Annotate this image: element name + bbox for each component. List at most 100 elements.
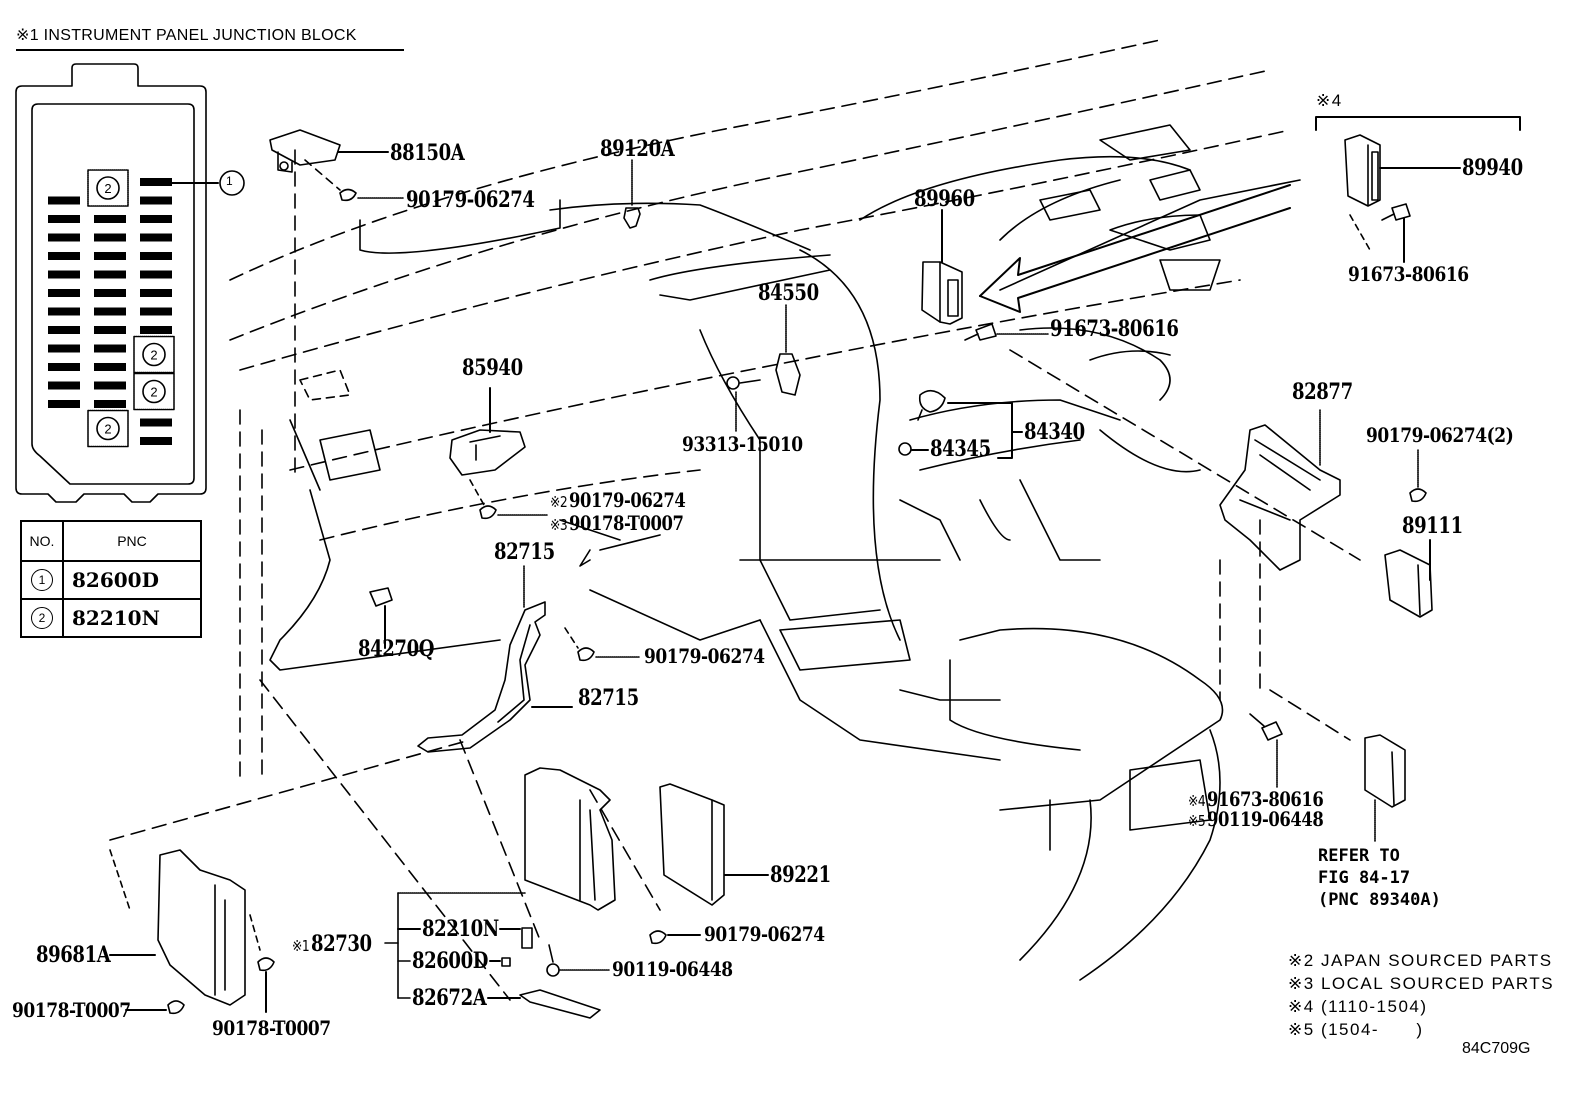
fuse-slot (94, 233, 126, 242)
legend-text: (1110-1504) (1320, 997, 1428, 1016)
fuse-slot (94, 400, 126, 408)
part-label-89940[interactable]: 89940 (1462, 155, 1523, 181)
fuse-slot (48, 326, 80, 334)
pnc-value[interactable]: 82210N (62, 598, 202, 638)
component-89681A (109, 849, 246, 1006)
note-mark: ※2 (550, 493, 568, 511)
part-label-84270Q[interactable]: 84270Q (358, 636, 435, 662)
part-label-84340[interactable]: 84340 (1024, 419, 1085, 445)
part-label-91673-80616-type4[interactable]: ※491673-80616 (1188, 789, 1324, 810)
part-label-88150A[interactable]: 88150A (390, 140, 465, 166)
fuse-slot (48, 363, 80, 371)
fuse-slot (140, 307, 172, 316)
bolt-91673-80616-b (1349, 203, 1411, 263)
clip-89120A (623, 159, 641, 229)
part-label-90179-06274[interactable]: 90179-06274 (704, 922, 825, 946)
part-label-90178-T0007[interactable]: 90178-T0007 (212, 1016, 331, 1040)
part-number: 90178-T0007 (568, 511, 684, 535)
part-label-82210N[interactable]: 82210N (422, 916, 499, 942)
group-mark-4: ※4 (1316, 91, 1343, 110)
component-84340 (917, 389, 1023, 459)
legend-text: LOCAL SOURCED PARTS (1320, 974, 1555, 993)
fuse-slot (94, 307, 126, 316)
part-label-local-90178-T0007[interactable]: ※390178-T0007 (550, 511, 684, 535)
part-label-82672A[interactable]: 82672A (412, 985, 487, 1011)
legend-mark: ※2 (1288, 951, 1315, 970)
part-label-91673-80616[interactable]: 91673-80616 (1348, 262, 1469, 286)
fuse-slot (48, 307, 80, 316)
part-label-90119-06448[interactable]: 90119-06448 (612, 957, 733, 981)
part-label-90178-T0007[interactable]: 90178-T0007 (12, 998, 131, 1022)
component-82730-junction-block (384, 767, 616, 999)
clip-90178-T0007-b (249, 914, 275, 1013)
slot-marker-circle (96, 176, 120, 200)
fuse-slot (140, 437, 172, 445)
part-label-90179-06274[interactable]: 90179-06274 (644, 644, 765, 668)
part-label-90179-06274-qty2[interactable]: 90179-06274(2) (1366, 423, 1514, 447)
fuse-slot (140, 270, 172, 279)
slot-marker-number: 2 (104, 422, 111, 437)
part-label-84345[interactable]: 84345 (930, 436, 991, 462)
note-mark: ※3 (550, 516, 568, 534)
dashboard-contours (269, 124, 1301, 981)
part-label-82730[interactable]: ※182730 (292, 933, 372, 955)
row-number-circle: 2 (31, 607, 53, 629)
part-label-85940[interactable]: 85940 (462, 355, 523, 381)
part-label-82715[interactable]: 82715 (494, 539, 555, 565)
legend-mark: ※3 (1288, 974, 1315, 993)
component-89960 (921, 209, 963, 325)
fuse-slot (140, 233, 172, 242)
part-number: 90179-06274 (568, 488, 686, 512)
fuse-slot (94, 344, 126, 353)
part-label-89111[interactable]: 89111 (1402, 513, 1463, 539)
fuse-slot-marked (133, 372, 175, 411)
component-88150A (269, 129, 389, 173)
fuse-slot (94, 326, 126, 334)
pnc-table-header-pnc: PNC (62, 520, 202, 562)
component-89221 (659, 783, 769, 906)
row-number-circle: 1 (31, 569, 53, 591)
part-label-90119-06448-type5[interactable]: ※590119-06448 (1188, 807, 1324, 831)
pnc-table-row: 1 82600D (20, 560, 202, 600)
note-mark: ※1 (292, 937, 310, 955)
part-label-89221[interactable]: 89221 (770, 862, 831, 888)
fuse-slot (48, 252, 80, 260)
clip-90179-06274-jp (469, 479, 549, 520)
fuse-slot (48, 344, 80, 353)
fuse-slot-marked (87, 169, 129, 207)
dashboard-outline (109, 39, 1361, 1001)
clip-90179-06274-a (304, 159, 405, 202)
legend-text: JAPAN SOURCED PARTS (1320, 951, 1553, 970)
refer-to-figure-note[interactable]: REFER TO FIG 84-17 (PNC 89340A) (1318, 846, 1441, 910)
part-label-90179-06274[interactable]: 90179-06274 (406, 187, 535, 213)
part-label-89960[interactable]: 89960 (914, 186, 975, 212)
part-label-84550[interactable]: 84550 (758, 280, 819, 306)
slot-marker-number: 2 (150, 348, 157, 363)
junction-block-title: ※1 INSTRUMENT PANEL JUNCTION BLOCK (16, 25, 404, 51)
component-89111 (1384, 539, 1433, 618)
part-label-91673-80616[interactable]: 91673-80616 (1050, 316, 1179, 342)
part-label-89681A[interactable]: 89681A (36, 942, 111, 968)
pnc-value[interactable]: 82600D (62, 560, 202, 600)
fuse-slot (94, 270, 126, 279)
fuse-slot (140, 178, 172, 186)
fuse-slot-marked (87, 409, 129, 448)
part-label-93313-15010[interactable]: 93313-15010 (682, 432, 803, 456)
fuse-slot (48, 270, 80, 279)
part-number: 90119-06448 (1206, 807, 1324, 831)
fuse-slot (94, 252, 126, 260)
part-82672A (487, 989, 601, 1019)
part-label-japan-90179-06274[interactable]: ※290179-06274 (550, 488, 686, 512)
component-82715-bracket (417, 565, 573, 753)
note-mark: ※4 (1188, 792, 1206, 810)
part-label-82715[interactable]: 82715 (578, 685, 639, 711)
clip-90179-06274-2 (1409, 449, 1427, 503)
part-label-89120A[interactable]: 89120A (600, 136, 675, 162)
component-84550 (775, 304, 801, 396)
fuse-slot (94, 215, 126, 223)
part-label-82877[interactable]: 82877 (1292, 379, 1353, 405)
clip-90179-06274-b (564, 627, 641, 662)
part-label-82600D[interactable]: 82600D (412, 948, 488, 974)
